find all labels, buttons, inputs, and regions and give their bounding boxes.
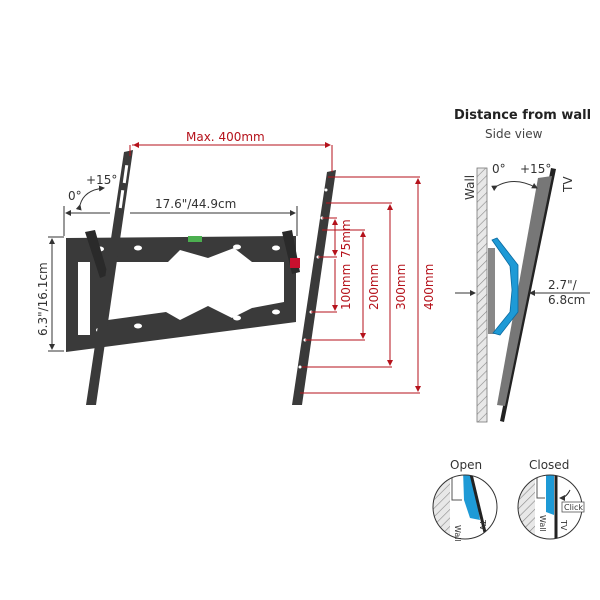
- spirit-level: [188, 236, 202, 242]
- open-label: Open: [450, 458, 482, 472]
- right-tv-arm: [292, 170, 336, 405]
- vesa-dimensions: [129, 142, 421, 394]
- closed-detail: [517, 474, 585, 540]
- side-tv-label: TV: [561, 176, 575, 193]
- wall-plate: [66, 230, 300, 352]
- safety-lock: [290, 258, 300, 268]
- plate-height-label: 6.3"/16.1cm: [36, 262, 50, 336]
- vesa-75-label: 75mm: [339, 219, 353, 258]
- vesa-300-label: 300mm: [394, 264, 408, 310]
- wall-section: [476, 167, 488, 423]
- tilt-arc-icon: [491, 181, 538, 192]
- plate-dimensions: [48, 185, 298, 352]
- click-arrow-icon: [559, 489, 571, 501]
- max-width-label: Max. 400mm: [186, 130, 265, 144]
- side-tilt-zero-label: 0°: [492, 162, 506, 176]
- tilt-max-label: +15°: [86, 173, 117, 187]
- click-label: Click: [564, 503, 583, 512]
- open-wall-label: Wall: [453, 525, 462, 542]
- distance-label-line1: 2.7"/: [548, 278, 578, 292]
- plate-width-label: 17.6"/44.9cm: [155, 197, 236, 211]
- side-tilt-max-label: +15°: [520, 162, 551, 176]
- vesa-400-label: 400mm: [422, 264, 436, 310]
- vesa-100-label: 100mm: [339, 264, 353, 310]
- closed-tv-label: TV: [559, 519, 568, 531]
- vesa-200-label: 200mm: [367, 264, 381, 310]
- open-tv-label: TV: [478, 519, 487, 531]
- distance-label-line2: 6.8cm: [548, 293, 585, 307]
- left-tv-arm: [86, 150, 133, 405]
- side-wall-plate: [488, 248, 495, 334]
- side-bracket-arm: [491, 237, 519, 336]
- side-view-title: Distance from wall: [454, 108, 591, 123]
- open-detail: [432, 474, 498, 540]
- side-view-subtitle: Side view: [485, 127, 543, 141]
- closed-label: Closed: [529, 458, 569, 472]
- side-wall-label: Wall: [463, 175, 477, 200]
- closed-wall-label: Wall: [538, 515, 547, 532]
- tilt-zero-label: 0°: [68, 189, 82, 203]
